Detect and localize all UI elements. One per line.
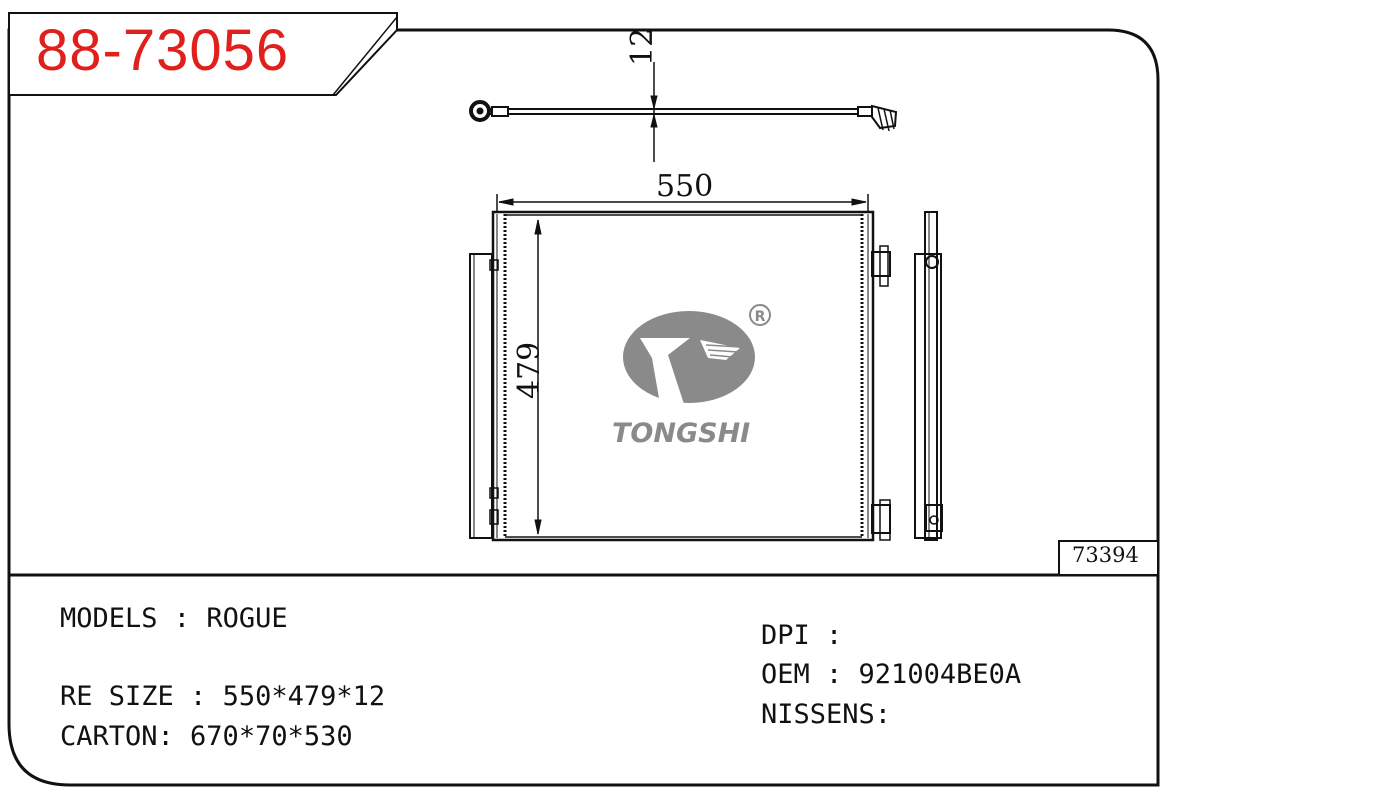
height-dimension-label: 479 <box>512 341 547 399</box>
spec-label: NISSENS: <box>761 699 908 730</box>
spec-nissens: NISSENS: <box>761 701 907 728</box>
sheet-border <box>7 28 1160 787</box>
reference-code: 73394 <box>1072 543 1139 567</box>
tongshi-logo-icon: R <box>623 304 771 404</box>
spec-models: MODELS : ROGUE <box>60 605 288 632</box>
height-dimension <box>534 219 542 535</box>
spec-label: CARTON: <box>60 721 191 752</box>
brand-name: TONGSHI <box>612 418 751 449</box>
spec-label: MODELS : <box>60 603 207 634</box>
reference-code-box <box>1058 540 1159 576</box>
part-number: 88-73056 <box>36 18 290 83</box>
spec-label: RE SIZE : <box>60 681 223 712</box>
spec-value: 550*479*12 <box>222 681 386 712</box>
part-number-tab <box>8 12 398 96</box>
spec-label: OEM : <box>761 659 859 690</box>
width-dimension-label: 550 <box>656 169 714 204</box>
spec-value: 670*70*530 <box>190 721 353 752</box>
spec-re-size: RE SIZE : 550*479*12 <box>60 683 385 710</box>
registered-mark: R <box>755 309 766 325</box>
spec-dpi: DPI : <box>761 622 859 649</box>
thickness-dimension <box>650 62 658 162</box>
spec-value: ROGUE <box>206 603 288 634</box>
spec-oem: OEM : 921004BE0A <box>761 661 1021 688</box>
condenser-side-view <box>914 211 943 541</box>
spec-label: DPI : <box>761 620 859 651</box>
spec-value: 921004BE0A <box>858 659 1022 690</box>
spec-carton: CARTON: 670*70*530 <box>60 723 353 750</box>
pipe-drawing <box>469 100 898 132</box>
thickness-dimension-label: 12 <box>625 27 660 66</box>
width-dimension <box>496 194 869 212</box>
condenser-front-view <box>469 210 891 542</box>
